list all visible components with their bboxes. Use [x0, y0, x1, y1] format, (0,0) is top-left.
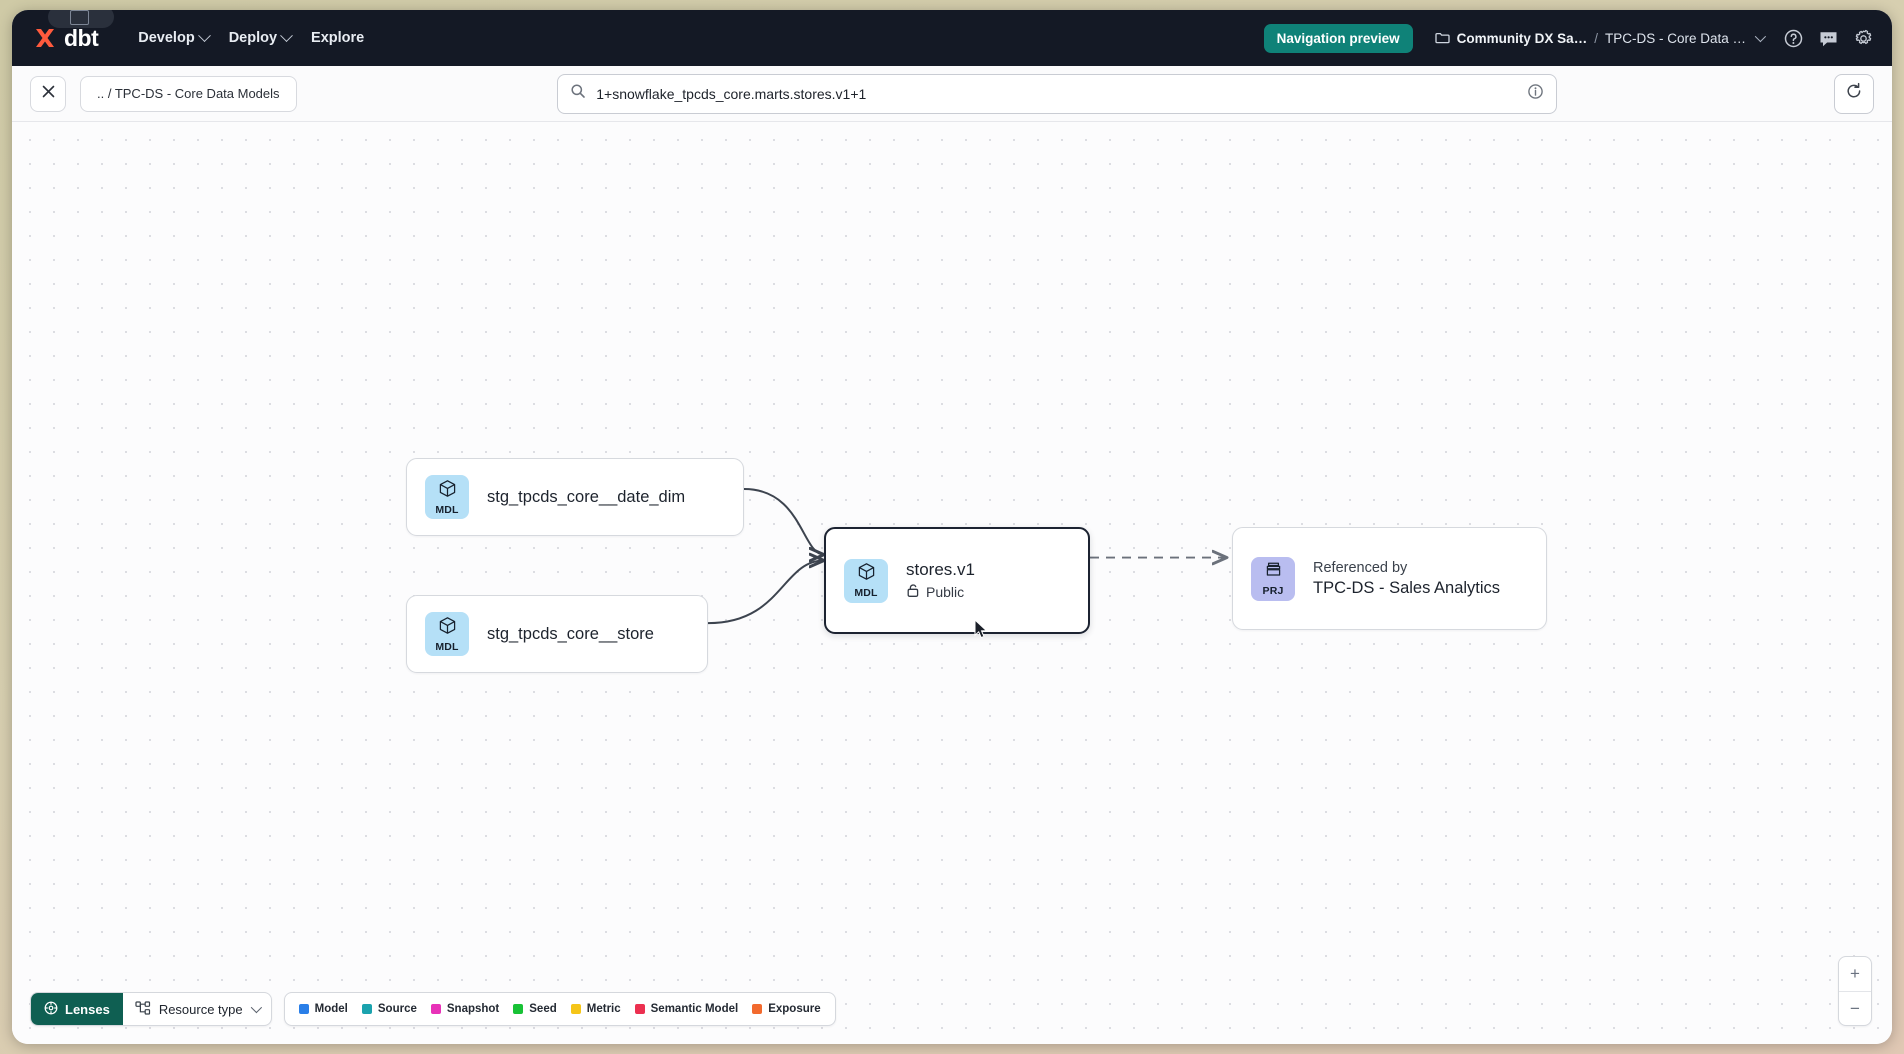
legend-label: Snapshot: [446, 1003, 500, 1015]
cube-icon: [438, 616, 457, 640]
lens-icon: [44, 1001, 58, 1018]
nav-item-deploy[interactable]: Deploy: [219, 24, 301, 52]
canvas-bottom-controls: Lenses Resource type: [30, 992, 836, 1026]
lenses-button[interactable]: Lenses: [31, 993, 123, 1025]
refresh-button[interactable]: [1834, 73, 1874, 114]
navigation-preview-badge[interactable]: Navigation preview: [1263, 23, 1413, 53]
search-icon: [570, 83, 586, 104]
legend-item-exposure: Exposure: [752, 1003, 821, 1015]
node-title: stg_tpcds_core__store: [487, 624, 654, 643]
nav-item-develop[interactable]: Develop: [128, 24, 218, 52]
legend-item-source: Source: [361, 1003, 417, 1015]
app-window: dbt Develop Deploy Explore Navigation pr…: [12, 10, 1892, 1044]
chevron-down-icon: [280, 28, 293, 42]
lineage-toolbar: .. / TPC-DS - Core Data Models: [12, 66, 1892, 122]
breadcrumb-separator: /: [1594, 30, 1598, 46]
legend-label: Model: [314, 1003, 348, 1015]
node-text: stores.v1 Public: [906, 560, 975, 601]
resource-badge-mdl: MDL: [425, 475, 469, 519]
breadcrumb-project[interactable]: Community DX Sa…: [1456, 30, 1588, 46]
zoom-controls: + −: [1838, 956, 1872, 1026]
dbt-logo[interactable]: dbt: [32, 24, 99, 52]
chevron-down-icon: [197, 28, 211, 42]
legend-swatch: [634, 1004, 645, 1014]
resource-badge-prj: PRJ: [1251, 556, 1295, 601]
nav-item-explore-label: Explore: [311, 30, 365, 46]
resource-badge-label: MDL: [854, 587, 878, 599]
graph-node-stores-v1[interactable]: MDL stores.v1 Public: [824, 527, 1090, 634]
resource-badge-mdl: MDL: [425, 612, 469, 656]
legend-swatch: [513, 1004, 524, 1014]
refresh-icon: [1845, 82, 1863, 105]
layers-icon: [1264, 560, 1283, 584]
resource-badge-label: MDL: [435, 640, 459, 653]
close-icon: [41, 84, 56, 104]
nav-item-deploy-label: Deploy: [228, 30, 278, 46]
legend-label: Exposure: [768, 1003, 821, 1015]
legend-item-metric: Metric: [570, 1003, 621, 1015]
cube-icon: [438, 479, 457, 503]
feedback-chat-icon[interactable]: [1818, 28, 1839, 49]
legend-label: Semantic Model: [650, 1003, 739, 1015]
cube-icon: [857, 562, 876, 586]
nav-item-develop-label: Develop: [138, 30, 195, 46]
legend-swatch: [430, 1004, 441, 1014]
nav-item-explore[interactable]: Explore: [301, 24, 374, 52]
graph-node-stg-date-dim[interactable]: MDL stg_tpcds_core__date_dim: [406, 458, 744, 536]
window-chrome-pill: [48, 10, 114, 28]
info-icon[interactable]: [1527, 83, 1544, 105]
legend-item-seed: Seed: [513, 1003, 557, 1015]
unlock-icon: [906, 583, 920, 601]
zoom-in-icon[interactable]: +: [1850, 964, 1860, 983]
chevron-down-icon[interactable]: [1754, 30, 1767, 43]
gear-icon[interactable]: [1853, 28, 1874, 49]
help-icon[interactable]: [1783, 28, 1804, 49]
legend-item-model: Model: [298, 1003, 348, 1015]
resource-badge-mdl: MDL: [844, 558, 888, 603]
node-text: stg_tpcds_core__store: [487, 625, 654, 644]
legend-label: Metric: [586, 1003, 621, 1015]
graph-node-stg-store[interactable]: MDL stg_tpcds_core__store: [406, 595, 708, 673]
node-access-label: Public: [926, 584, 965, 600]
top-actions: [1783, 28, 1874, 49]
dbt-x-logo-icon: [32, 25, 58, 51]
lenses-label: Lenses: [65, 1001, 110, 1017]
lens-control-group: Lenses Resource type: [30, 992, 272, 1026]
legend-item-snapshot: Snapshot: [430, 1003, 500, 1015]
resource-type-legend: Model Source Snapshot Seed Metric: [283, 992, 836, 1026]
brand-text: dbt: [64, 24, 99, 51]
legend-swatch: [298, 1004, 309, 1014]
resource-badge-label: MDL: [435, 503, 459, 516]
lineage-canvas[interactable]: MDL stg_tpcds_core__date_dim MDL stg_tpc…: [12, 122, 1892, 1044]
search-input[interactable]: [596, 85, 1518, 102]
node-caption: Referenced by: [1313, 559, 1408, 576]
chevron-down-icon: [250, 1001, 262, 1014]
legend-label: Seed: [529, 1003, 557, 1015]
legend-label: Source: [377, 1003, 417, 1015]
node-title: stores.v1: [906, 560, 975, 579]
search-box[interactable]: [557, 73, 1558, 114]
node-title: TPC-DS - Sales Analytics: [1313, 578, 1501, 597]
legend-item-semantic-model: Semantic Model: [634, 1003, 739, 1015]
folder-icon: [1435, 32, 1450, 44]
legend-swatch: [361, 1004, 372, 1014]
legend-swatch: [752, 1004, 763, 1014]
top-navigation-bar: dbt Develop Deploy Explore Navigation pr…: [12, 10, 1892, 66]
node-text: Referenced by TPC-DS - Sales Analytics: [1313, 560, 1500, 598]
breadcrumb[interactable]: .. / TPC-DS - Core Data Models: [80, 75, 297, 112]
close-lineage-button[interactable]: [30, 75, 66, 112]
resource-type-label: Resource type: [158, 1001, 243, 1017]
resource-type-dropdown[interactable]: Resource type: [123, 993, 271, 1025]
legend-swatch: [570, 1004, 581, 1014]
resource-type-icon: [135, 1000, 151, 1018]
node-text: stg_tpcds_core__date_dim: [487, 488, 685, 507]
breadcrumb-environment[interactable]: TPC-DS - Core Data …: [1604, 30, 1746, 46]
node-access: Public: [906, 583, 975, 601]
zoom-out-icon[interactable]: −: [1839, 991, 1871, 1025]
node-title: stg_tpcds_core__date_dim: [487, 487, 686, 506]
resource-badge-label: PRJ: [1262, 585, 1284, 597]
search-container: [297, 73, 1818, 114]
top-breadcrumb: Community DX Sa… / TPC-DS - Core Data …: [1435, 30, 1767, 46]
graph-node-referenced-by-project[interactable]: PRJ Referenced by TPC-DS - Sales Analyti…: [1232, 527, 1547, 630]
